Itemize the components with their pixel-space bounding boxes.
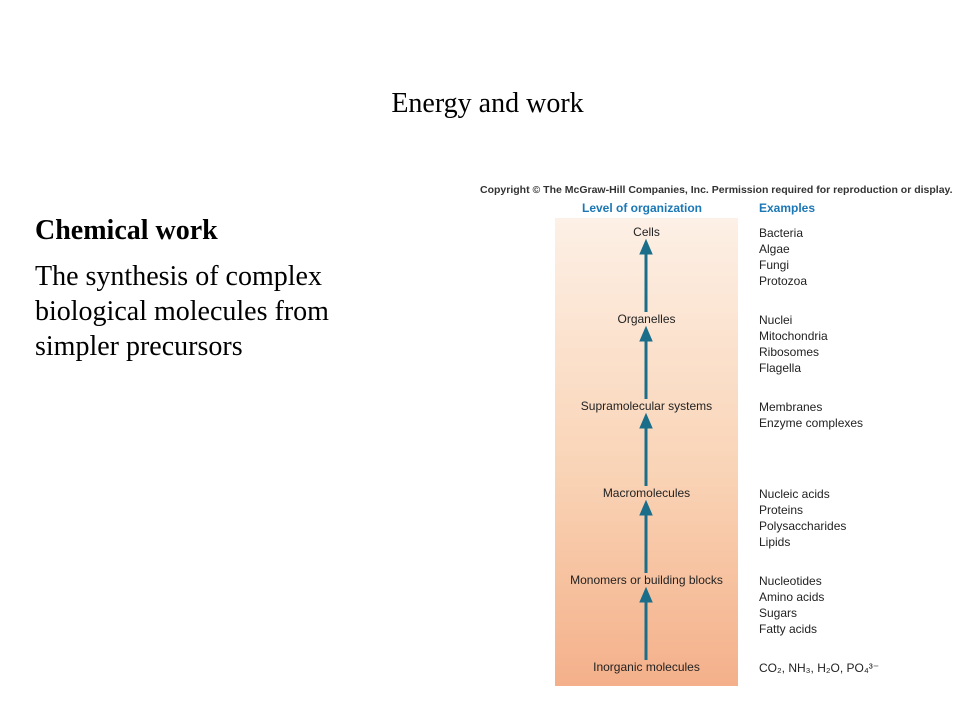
arrows-layer	[639, 238, 653, 660]
level-label: Monomers or building blocks	[570, 573, 723, 587]
example-item: Proteins	[759, 503, 804, 517]
up-arrow-icon	[639, 499, 653, 573]
level-label: Inorganic molecules	[593, 660, 700, 674]
example-item: Nucleotides	[759, 574, 822, 588]
example-item: Sugars	[759, 606, 798, 620]
examples-group: Nuclei Mitochondria Ribosomes Flagella	[759, 312, 828, 376]
example-item: Ribosomes	[759, 345, 820, 359]
example-item: Mitochondria	[759, 329, 828, 343]
level-label: Supramolecular systems	[580, 399, 713, 413]
subheading: Chemical work	[35, 215, 218, 246]
body-line: simpler precursors	[35, 331, 243, 362]
example-item: Nuclei	[759, 313, 793, 327]
level-header: Level of organization	[582, 201, 703, 215]
example-item: Nucleic acids	[759, 487, 830, 501]
example-item: Polysaccharides	[759, 519, 847, 533]
example-item: Bacteria	[759, 226, 804, 240]
example-item: Enzyme complexes	[759, 416, 864, 430]
up-arrow-icon	[639, 325, 653, 399]
example-item: Fungi	[759, 258, 790, 272]
examples-group: Membranes Enzyme complexes	[759, 399, 863, 431]
organization-figure: Copyright © The McGraw-Hill Companies, I…	[470, 180, 960, 700]
up-arrow-icon	[639, 238, 653, 312]
body-text: The synthesis of complex biological mole…	[35, 259, 395, 364]
examples-group: Nucleotides Amino acids Sugars Fatty aci…	[759, 573, 824, 637]
example-item: Algae	[759, 242, 790, 256]
level-label: Macromolecules	[602, 486, 691, 500]
level-label: Organelles	[617, 312, 676, 326]
up-arrow-icon	[639, 586, 653, 660]
example-item: Fatty acids	[759, 622, 818, 636]
example-item: Amino acids	[759, 590, 825, 604]
example-item: Membranes	[759, 400, 823, 414]
body-line: The synthesis of complex	[35, 261, 322, 292]
text-block: Chemical work The synthesis of complex b…	[35, 215, 395, 364]
slide-title: Energy and work	[391, 88, 584, 119]
examples-group: CO₂, NH₃, H₂O, PO₄³⁻	[759, 660, 879, 676]
example-item: Flagella	[759, 361, 802, 375]
example-item: CO₂, NH₃, H₂O, PO₄³⁻	[759, 661, 880, 675]
example-item: Lipids	[759, 535, 791, 549]
copyright-notice: Copyright © The McGraw-Hill Companies, I…	[480, 184, 953, 196]
examples-group: Bacteria Algae Fungi Protozoa	[759, 225, 807, 289]
examples-group: Nucleic acids Proteins Polysaccharides L…	[759, 486, 846, 550]
examples-header: Examples	[759, 201, 816, 215]
level-label: Cells	[633, 225, 660, 239]
example-item: Protozoa	[759, 274, 808, 288]
body-line: biological molecules from	[35, 296, 329, 327]
up-arrow-icon	[639, 412, 653, 486]
